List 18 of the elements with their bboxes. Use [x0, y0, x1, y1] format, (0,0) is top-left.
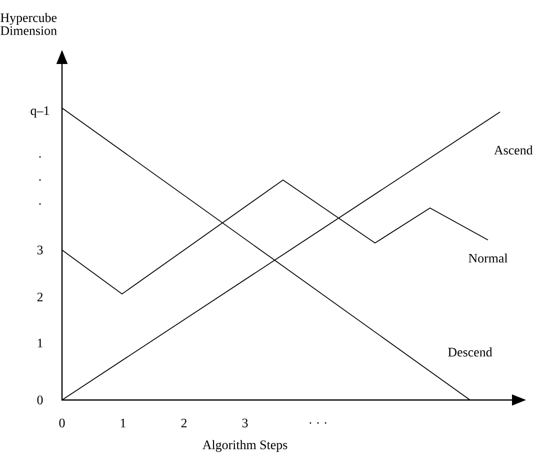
- tick-label: .: [39, 156, 41, 158]
- line-label: Ascend: [494, 145, 533, 155]
- tick-label: 1: [120, 418, 126, 428]
- tick-label: 1: [38, 338, 42, 348]
- line-label: Normal: [468, 253, 508, 263]
- tick-label: 2: [181, 418, 187, 428]
- tick-label: . . .: [310, 422, 326, 424]
- tick-label: 0: [59, 418, 65, 428]
- tick-label: 2: [37, 292, 43, 302]
- tick-label: q–1: [30, 106, 49, 118]
- tick-label: .: [39, 203, 41, 205]
- line-label: Descend: [448, 347, 492, 357]
- tick-label: 3: [242, 418, 248, 428]
- axis-title: Algorithm Steps: [202, 440, 288, 452]
- tick-label: 0: [37, 396, 43, 404]
- axis-title: Hypercube Dimension: [0, 12, 57, 36]
- tick-label: .: [39, 179, 41, 181]
- tick-label: 3: [37, 246, 43, 254]
